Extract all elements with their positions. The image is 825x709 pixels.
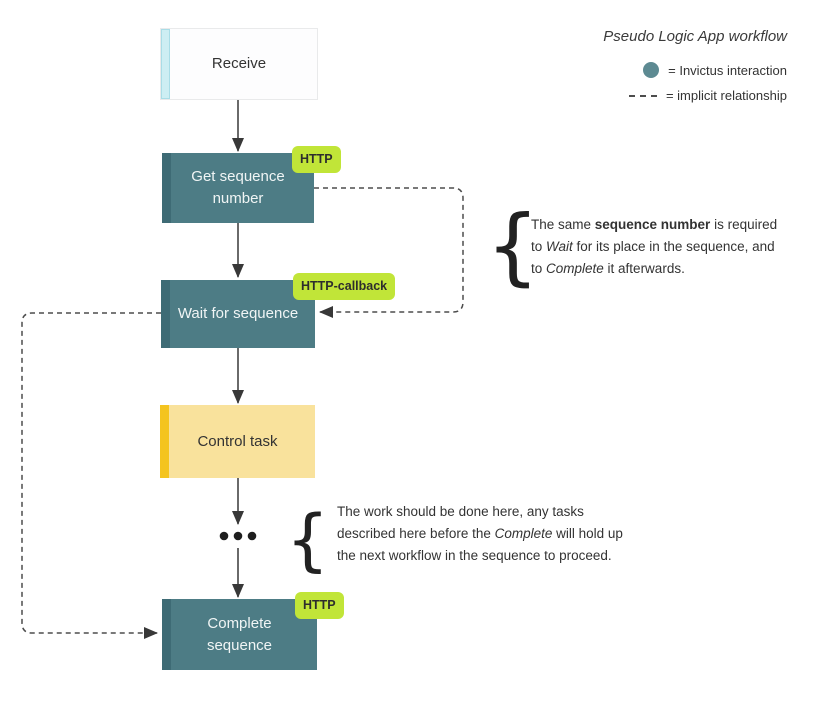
invictus-circle-icon (643, 62, 660, 78)
callout-work-here: The work should be done here, any tasks … (337, 501, 623, 567)
callout-line: described here before the Complete will … (337, 526, 623, 541)
node-label: Complete sequence (206, 614, 273, 654)
node-receive: Receive (160, 28, 318, 100)
node-accent-strip (162, 153, 171, 223)
http-badge: HTTP (292, 146, 341, 173)
node-complete-sequence: Complete sequence HTTP (162, 592, 344, 670)
node-accent-strip (162, 599, 171, 670)
callout-line: The same sequence number is required (531, 217, 778, 232)
callout-line: The work should be done here, any tasks (337, 504, 584, 519)
callout-line: to Complete it afterwards. (531, 261, 685, 276)
ellipsis-icon (219, 531, 257, 541)
dashed-line-icon (628, 94, 657, 97)
callout-line: the next workflow in the sequence to pro… (337, 548, 612, 563)
legend-item-implicit: = implicit relationship (628, 88, 787, 103)
node-label: Get sequence number (191, 168, 285, 207)
node-accent-strip (160, 405, 169, 478)
curly-brace-icon: { (286, 501, 330, 580)
legend-item-label: = Invictus interaction (668, 62, 787, 78)
node-accent-strip (161, 280, 170, 348)
node-get-sequence-number: Get sequence number HTTP (162, 146, 341, 223)
node-label: Control task (197, 432, 278, 450)
callout-line: to Wait for its place in the sequence, a… (531, 239, 775, 254)
dashed-connector-wait-to-complete (21, 312, 161, 639)
node-label: Wait for sequence (177, 305, 299, 322)
node-accent-strip (161, 29, 170, 99)
http-badge: HTTP (295, 592, 344, 619)
node-label: Receive (211, 55, 267, 72)
http-callback-badge: HTTP-callback (293, 273, 396, 300)
legend-title: Pseudo Logic App workflow (603, 28, 787, 45)
legend-item-invictus: = Invictus interaction (643, 62, 787, 78)
legend-item-label: = implicit relationship (665, 88, 787, 103)
curly-brace-icon: { (486, 197, 540, 295)
callout-sequence-number: The same sequence number is required to … (531, 214, 777, 280)
node-control-task: Control task (160, 405, 315, 478)
dashed-connector-get-to-wait (314, 187, 464, 318)
legend: Pseudo Logic App workflow = Invictus int… (603, 28, 787, 113)
node-wait-for-sequence: Wait for sequence HTTP-callback (161, 273, 396, 348)
